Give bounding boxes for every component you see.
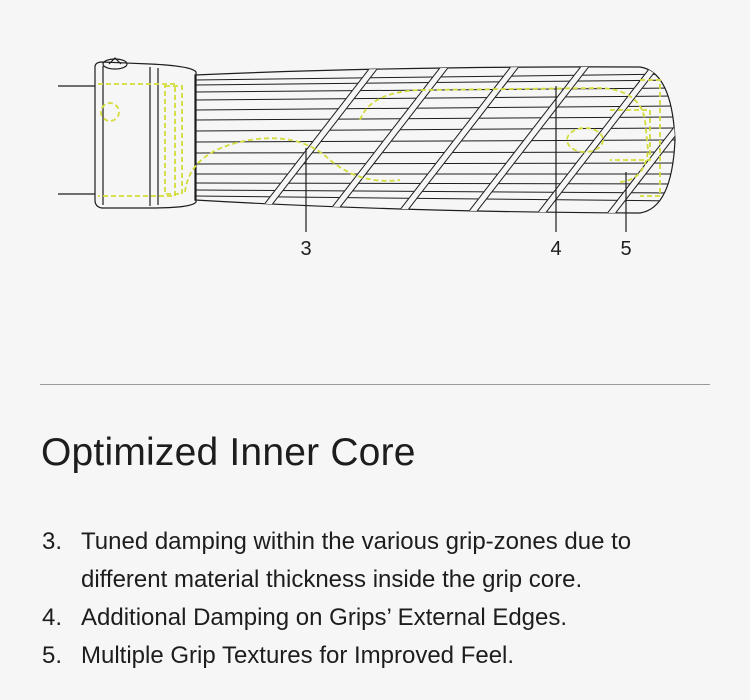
grip-diagram: 3 4 5	[58, 57, 676, 260]
feature-item: 5. Multiple Grip Textures for Improved F…	[42, 637, 722, 675]
callout-label-5: 5	[620, 238, 631, 260]
feature-text: Additional Damping on Grips’ External Ed…	[81, 604, 568, 631]
feature-item: 4. Additional Damping on Grips’ External…	[42, 599, 722, 637]
feature-number: 4.	[42, 604, 63, 631]
feature-number: 3.	[42, 528, 63, 555]
callout-label-4: 4	[550, 238, 561, 260]
feature-text: Tuned damping within the various grip-zo…	[81, 528, 632, 593]
feature-item: 3. Tuned damping within the various grip…	[42, 523, 722, 599]
section-divider	[40, 384, 710, 385]
clamp-collar	[94, 57, 197, 209]
inner-core-outline	[98, 79, 661, 197]
feature-number: 5.	[42, 642, 63, 669]
section-title: Optimized Inner Core	[41, 431, 416, 474]
feature-list: 3. Tuned damping within the various grip…	[42, 523, 722, 675]
grip-body	[194, 66, 676, 214]
feature-text: Multiple Grip Textures for Improved Feel…	[81, 642, 515, 669]
callout-label-3: 3	[300, 238, 311, 260]
